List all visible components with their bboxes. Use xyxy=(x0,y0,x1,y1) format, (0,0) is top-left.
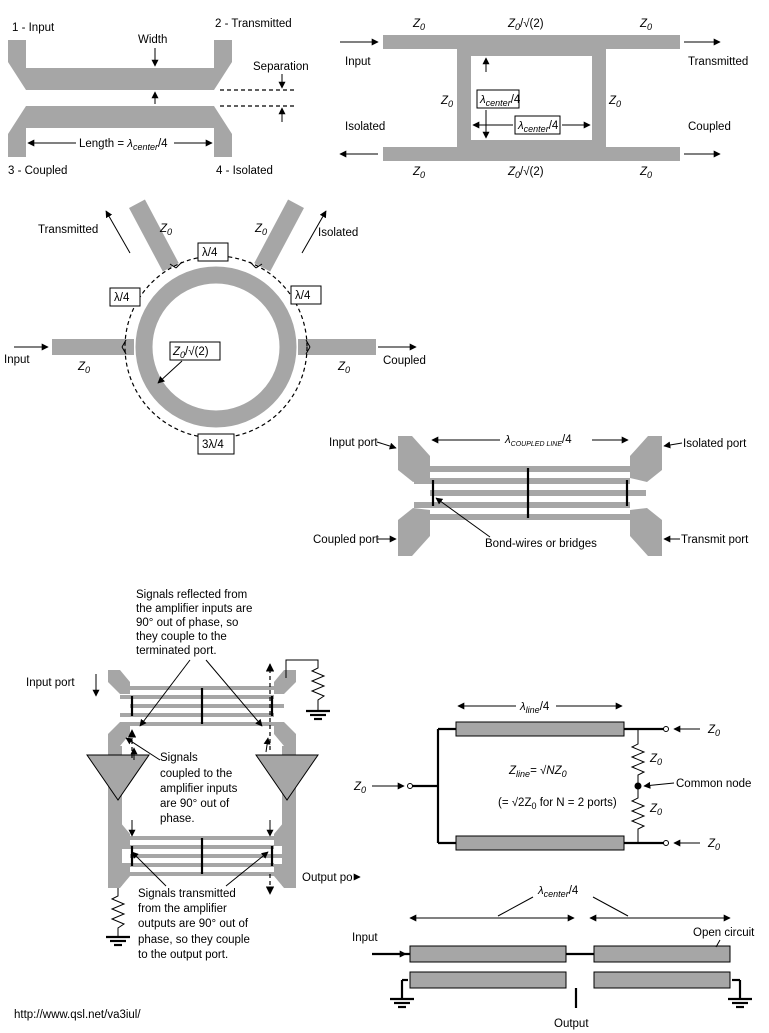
note-reflected-3: 90° out of phase, so xyxy=(136,617,238,629)
note-transmitted-3: outputs are 90° out of xyxy=(138,918,249,930)
rr-quarter-top: λ/4 xyxy=(202,247,218,259)
note-transmitted-2: from the amplifier xyxy=(138,903,227,915)
note-reflected-2: the amplifier inputs are xyxy=(136,603,252,615)
rr-quarter-right: λ/4 xyxy=(295,290,311,302)
rr-z0-coupled: Z0 xyxy=(337,361,350,375)
coupled-line-coupler: 1 - Input 2 - Transmitted 3 - Coupled 4 … xyxy=(8,18,309,177)
wilk-zline-eq: Zline= √NZ0 xyxy=(508,764,567,779)
note-reflected-5: terminated port. xyxy=(136,645,217,657)
note-coupled-4: are 90° out of xyxy=(160,798,230,810)
wilk-z0-res1: Z0 xyxy=(649,753,662,767)
z0-top-right: Z0 xyxy=(639,18,652,32)
note-coupled-5: phase. xyxy=(160,813,195,825)
note-reflected-4: they couple to the xyxy=(136,631,227,643)
wilk-z0-out2: Z0 xyxy=(707,838,720,852)
note-transmitted-1: Signals transmitted xyxy=(138,888,236,900)
wilk-note: (= √2Z0 for N = 2 ports) xyxy=(498,796,617,811)
branch-input-label: Input xyxy=(345,56,371,68)
common-node-label: Common node xyxy=(676,778,751,790)
rr-input-label: Input xyxy=(4,354,30,366)
bal-output-label: Output po xyxy=(302,872,353,884)
wilkinson-divider: λline/4 Z0 Z0 Z0 Common node Z0 Z0 Zline… xyxy=(353,701,751,852)
z0-series-top: Z0/√(2) xyxy=(507,17,544,32)
lange-length-label: λCOUPLED LINE/4 xyxy=(504,434,572,448)
balanced-amplifier: Signals reflected from the amplifier inp… xyxy=(26,589,361,961)
note-coupled-1: Signals xyxy=(160,752,198,764)
bond-wire-label: Bond-wires or bridges xyxy=(485,538,597,550)
note-coupled-3: amplifier inputs xyxy=(160,783,238,795)
rr-coupled-label: Coupled xyxy=(383,355,426,367)
separation-label: Separation xyxy=(253,61,309,73)
wilk-line-label: λline/4 xyxy=(519,701,550,715)
wilk-z0-out1: Z0 xyxy=(707,724,720,738)
branch-isolated-label: Isolated xyxy=(345,121,385,133)
rr-z0-input: Z0 xyxy=(77,361,90,375)
note-transmitted-4: phase, so they couple xyxy=(138,934,250,946)
quarter-wave-horizontal: λcenter/4 xyxy=(517,120,559,134)
branch-coupled-label: Coupled xyxy=(688,121,731,133)
rr-z0-left: Z0 xyxy=(159,223,172,237)
note-reflected-1: Signals reflected from xyxy=(136,589,247,601)
port4-label: 4 - Isolated xyxy=(216,165,273,177)
z0-shunt-right: Z0 xyxy=(608,95,621,109)
port3-label: 3 - Coupled xyxy=(8,165,67,177)
bal-input-label: Input port xyxy=(26,677,75,689)
port2-label: 2 - Transmitted xyxy=(215,18,292,30)
stub-input-label: Input xyxy=(352,932,378,944)
width-label: Width xyxy=(138,34,167,46)
port1-label: 1 - Input xyxy=(12,22,55,34)
coupled-stub-filter: λcenter/4 Input Output Open circuit xyxy=(352,885,755,1030)
wilk-z0-res2: Z0 xyxy=(649,803,662,817)
branch-line-coupler: Input Transmitted Isolated Coupled Z0 Z0… xyxy=(339,17,748,180)
z0-bottom-right: Z0 xyxy=(639,166,652,180)
branch-transmitted-label: Transmitted xyxy=(688,56,748,68)
rr-isolated-label: Isolated xyxy=(318,227,358,239)
lange-coupler: λCOUPLED LINE/4 Input port Isolated port… xyxy=(313,434,749,556)
lange-coupled-label: Coupled port xyxy=(313,534,380,546)
quarter-wave-vertical: λcenter/4 xyxy=(479,94,521,108)
z0-shunt-left: Z0 xyxy=(440,95,453,109)
note-coupled-2: coupled to the xyxy=(160,768,232,780)
wilk-z0-input: Z0 xyxy=(353,781,366,795)
open-circuit-label: Open circuit xyxy=(693,927,755,939)
note-transmitted-5: to the output port. xyxy=(138,949,228,961)
stub-length-label: λcenter/4 xyxy=(537,885,579,899)
z0-series-bottom: Z0/√(2) xyxy=(507,165,544,180)
rat-race-coupler: Transmitted Isolated Input Coupled Z0 Z0… xyxy=(4,199,426,455)
length-label: Length = λcenter/4 xyxy=(79,138,168,152)
rr-transmitted-label: Transmitted xyxy=(38,224,98,236)
rr-ring-impedance: Z0/√(2) xyxy=(172,345,209,360)
lange-transmit-label: Transmit port xyxy=(681,534,749,546)
z0-bottom-left: Z0 xyxy=(412,166,425,180)
footer-url: http://www.qsl.net/va3iul/ xyxy=(14,1009,141,1021)
stub-output-label: Output xyxy=(554,1018,589,1030)
lange-isolated-label: Isolated port xyxy=(683,438,747,450)
rr-quarter-left: λ/4 xyxy=(114,292,130,304)
rr-z0-right: Z0 xyxy=(254,223,267,237)
rr-three-quarter: 3λ/4 xyxy=(202,439,224,451)
z0-top-left: Z0 xyxy=(412,18,425,32)
lange-input-label: Input port xyxy=(329,437,378,449)
